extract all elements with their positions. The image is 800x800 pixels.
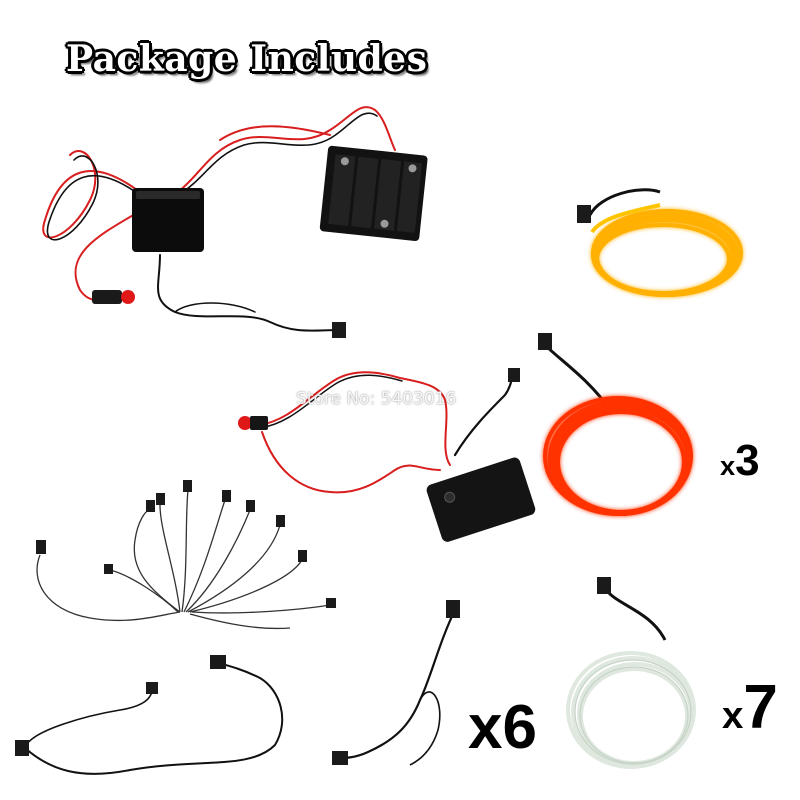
quantity-x: x	[720, 450, 736, 481]
package-includes-title: Package Includes	[66, 38, 428, 80]
splitter-cable	[36, 480, 336, 630]
extension-cable	[15, 655, 284, 775]
quantity-number: 6	[502, 693, 537, 762]
quantity-label-orange: x3	[720, 436, 760, 486]
quantity-x: x	[468, 693, 503, 762]
white-el-wire-coil	[566, 577, 696, 769]
store-watermark: Store No: 5403016	[296, 389, 457, 409]
battery-inverter-kit	[238, 368, 536, 542]
red-el-wire-coil	[538, 333, 693, 516]
connector-cable	[332, 600, 460, 766]
quantity-label-white: x7	[722, 672, 778, 743]
inverter-battery-kit	[42, 106, 428, 338]
quantity-number: 7	[743, 673, 778, 742]
quantity-x: x	[722, 694, 744, 737]
quantity-number: 3	[735, 436, 760, 485]
quantity-label-cable: x6	[468, 692, 537, 763]
yellow-el-wire-coil	[577, 188, 743, 297]
